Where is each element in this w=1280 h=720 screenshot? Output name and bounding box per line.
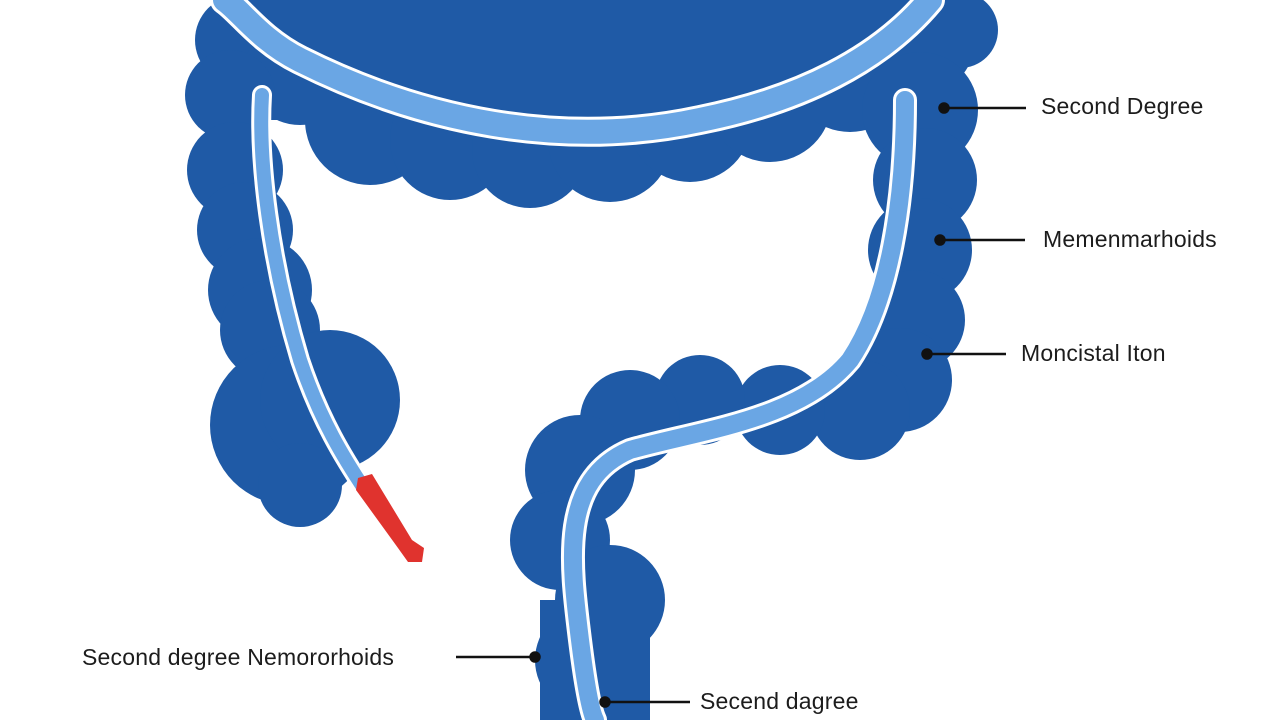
label-second-degree-right: Second Degree [1041, 93, 1204, 119]
leader-line-5 [599, 696, 690, 708]
leader-line-3 [921, 348, 1006, 360]
colon-lumen [210, 0, 945, 720]
leader-line-4 [456, 651, 541, 663]
label-moncistal-iton: Moncistal Iton [1021, 340, 1166, 366]
label-secend-dagree: Secend dagree [700, 688, 859, 714]
label-memenmarhoids: Memenmarhoids [1043, 226, 1217, 252]
leader-line-1 [938, 102, 1026, 114]
leader-line-2 [934, 234, 1025, 246]
leader-lines [456, 102, 1026, 708]
appendix [356, 474, 424, 562]
label-second-degree-nemororhoids: Second degree Nemororhoids [82, 644, 395, 670]
